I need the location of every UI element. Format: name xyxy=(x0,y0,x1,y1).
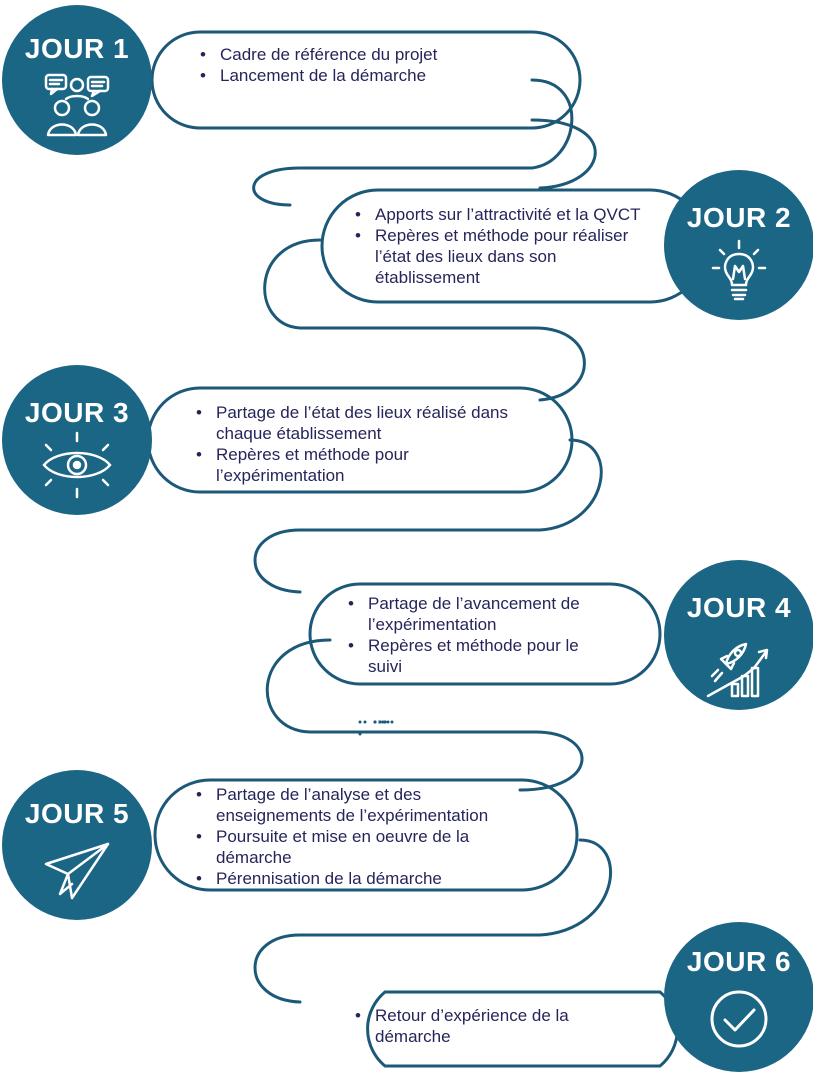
day-circle-4: JOUR 4 xyxy=(664,560,813,710)
list-item: Cadre de référence du projet xyxy=(200,44,540,65)
check-circle-icon xyxy=(710,990,768,1048)
list-item: Poursuite et mise en oeuvre de la démarc… xyxy=(196,826,536,868)
day-1-items: Cadre de référence du projet Lancement d… xyxy=(200,44,540,86)
day-4-items: Partage de l’avancement de l’expérimenta… xyxy=(348,593,608,677)
list-item: Partage de l’état des lieux réalisé dans… xyxy=(196,402,526,444)
list-item: Lancement de la démarche xyxy=(200,65,540,86)
day-title: JOUR 4 xyxy=(686,592,792,623)
list-item: Partage de l’analyse et des enseignement… xyxy=(196,784,536,826)
day-circle-2: JOUR 2 xyxy=(664,170,813,320)
day-title: JOUR 6 xyxy=(686,946,792,977)
list-item: Repères et méthode pour réaliser l’état … xyxy=(355,225,655,288)
paper-plane-icon xyxy=(44,842,110,900)
list-item: Repères et méthode pour le suivi xyxy=(348,635,608,677)
lightbulb-icon xyxy=(711,239,767,301)
day-circle-5: JOUR 5 xyxy=(2,770,152,920)
day-6-items: Retour d’expérience de la démarche xyxy=(355,1005,645,1047)
day-title: JOUR 3 xyxy=(24,397,130,428)
day-circle-1: JOUR 1 xyxy=(2,5,152,155)
day-title: JOUR 5 xyxy=(24,798,130,829)
day-title: JOUR 2 xyxy=(686,202,792,233)
list-item: Repères et méthode pour l’expérimentatio… xyxy=(196,444,526,486)
meeting-people-icon xyxy=(44,73,110,137)
eye-icon xyxy=(42,431,112,499)
list-item: Partage de l’avancement de l’expérimenta… xyxy=(348,593,608,635)
day-5-items: Partage de l’analyse et des enseignement… xyxy=(196,784,536,889)
day-circle-6: JOUR 6 xyxy=(664,922,813,1072)
rocket-growth-icon xyxy=(706,642,769,698)
list-item: Retour d’expérience de la démarche xyxy=(355,1005,645,1047)
day-title: JOUR 1 xyxy=(24,33,130,64)
list-item: Pérennisation de la démarche xyxy=(196,868,536,889)
list-item: Apports sur l’attractivité et la QVCT xyxy=(355,204,655,225)
day-circle-3: JOUR 3 xyxy=(2,365,152,515)
day-3-items: Partage de l’état des lieux réalisé dans… xyxy=(196,402,526,486)
day-2-items: Apports sur l’attractivité et la QVCT Re… xyxy=(355,204,655,288)
